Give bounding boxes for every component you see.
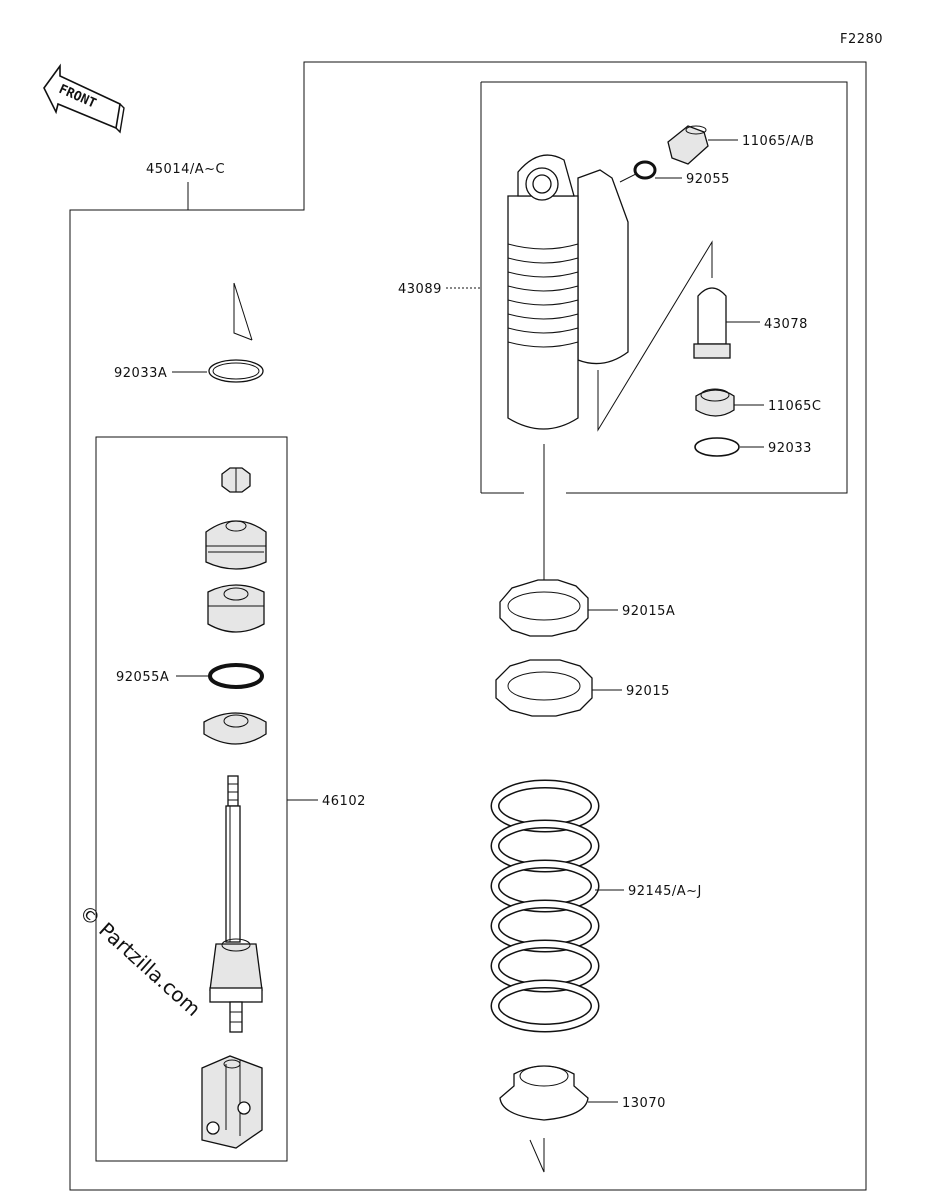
snap-ring-92033 bbox=[694, 437, 764, 457]
bladder-43078 bbox=[693, 287, 760, 359]
o-ring-92055 bbox=[619, 160, 682, 183]
part-label-11065ab: 11065/A/B bbox=[742, 134, 814, 149]
part-label-92033a: 92033A bbox=[114, 366, 167, 381]
lock-nut-92015 bbox=[495, 659, 622, 717]
cap-11065c bbox=[695, 388, 764, 417]
nut-part bbox=[221, 467, 251, 493]
part-label-43089: 43089 bbox=[398, 282, 442, 297]
spring-seat-13070 bbox=[499, 1065, 618, 1121]
part-label-92033: 92033 bbox=[768, 441, 812, 456]
piston-rod-group-frame bbox=[95, 436, 288, 1162]
assembly-frame-outline bbox=[69, 61, 867, 1191]
spring-92145 bbox=[490, 741, 624, 1033]
valve-body-part bbox=[207, 584, 265, 633]
part-label-92055a: 92055A bbox=[116, 670, 169, 685]
shock-body-group-frame bbox=[481, 81, 848, 494]
o-ring-92055a bbox=[176, 663, 264, 689]
snap-ring-92033a bbox=[172, 282, 264, 383]
valve-top-part bbox=[205, 520, 267, 570]
part-label-46102: 46102 bbox=[322, 794, 366, 809]
part-label-92055: 92055 bbox=[686, 172, 730, 187]
part-label-11065c: 11065C bbox=[768, 399, 821, 414]
part-label-43078: 43078 bbox=[764, 317, 808, 332]
front-arrow-icon: FRONT bbox=[43, 63, 125, 134]
watermark-text: © Partzilla.com bbox=[75, 900, 206, 1021]
shock-body-43089 bbox=[507, 154, 629, 430]
part-label-92015: 92015 bbox=[626, 684, 670, 699]
valve-11065ab bbox=[667, 125, 738, 165]
piston-rod-part bbox=[209, 775, 263, 1033]
figure-code: F2280 bbox=[840, 32, 883, 47]
clevis-part bbox=[201, 1055, 263, 1149]
base-valve-part bbox=[203, 712, 267, 745]
part-label-45014: 45014/A~C bbox=[146, 162, 225, 177]
part-label-92015a: 92015A bbox=[622, 604, 675, 619]
part-label-13070: 13070 bbox=[622, 1096, 666, 1111]
lock-nut-92015a bbox=[499, 579, 618, 637]
part-label-92145: 92145/A~J bbox=[628, 884, 702, 899]
